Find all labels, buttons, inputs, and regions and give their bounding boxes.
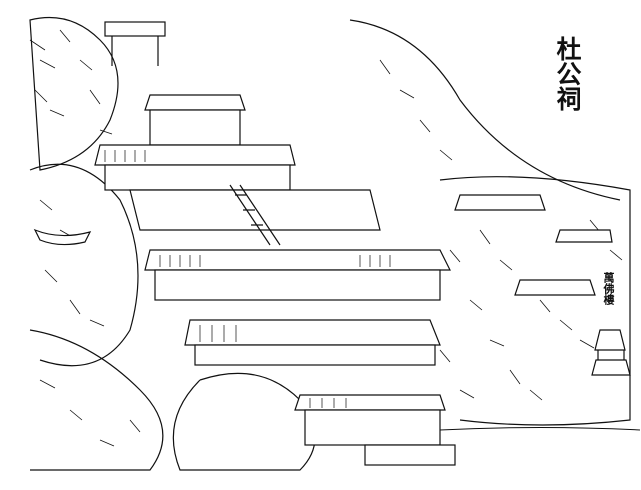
water-edge xyxy=(439,427,641,431)
tower-label: 萬佛樓 xyxy=(602,272,615,305)
temple-buildings xyxy=(33,21,631,466)
tree-hatching xyxy=(29,29,623,447)
building-roof-hatching xyxy=(104,150,391,408)
print-title: 杜公祠 xyxy=(553,36,582,111)
hills-and-rocks xyxy=(29,16,631,471)
